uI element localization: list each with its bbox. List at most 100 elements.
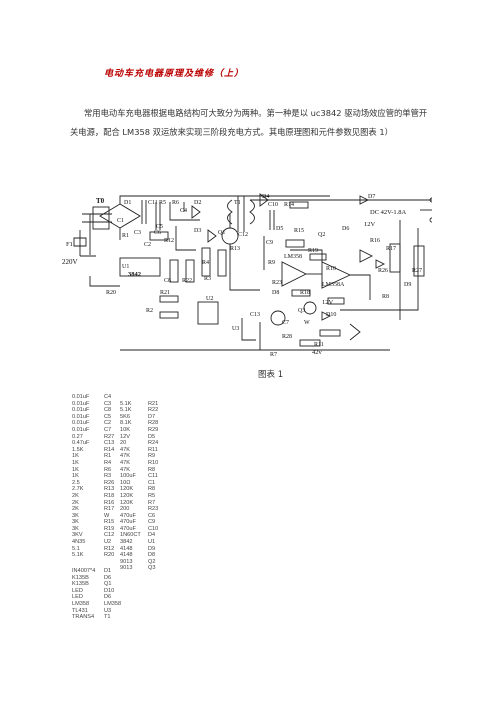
parts-cell: 47K (120, 446, 130, 453)
label-u2: U2 (206, 296, 213, 302)
label-r1: R1 (122, 233, 129, 239)
label-c1: C1 (117, 218, 124, 224)
label-c4: C4 (180, 208, 187, 214)
parts-cell: C5 (104, 413, 112, 420)
parts-cell: C6 (148, 512, 156, 519)
parts-cell: 5K6 (120, 413, 130, 420)
parts-cell: R20 (104, 552, 115, 559)
parts-cell: C4 (104, 394, 112, 400)
parts-cell: D7 (148, 413, 156, 420)
parts-cell: R28 (148, 420, 159, 427)
parts-cell: 0.01uF (72, 400, 90, 407)
label-r18: R18 (300, 290, 310, 296)
label-d3: D3 (194, 228, 201, 234)
parts2-cell: K135B (72, 574, 89, 581)
label-r8: R8 (382, 294, 389, 300)
parts-cell: R21 (148, 400, 159, 407)
label-r17: R17 (386, 246, 396, 252)
parts-cell: 4148 (120, 545, 133, 552)
label-12v-mid: 12V (322, 299, 334, 306)
parts2-cell: Q1 (104, 581, 112, 588)
parts-cell: C9 (148, 519, 156, 526)
parts2-cell: LM358 (104, 600, 122, 607)
parts-cell: 47K (120, 466, 130, 473)
parts2-cell: LED (72, 594, 83, 601)
parts-cell: 2K (72, 499, 79, 506)
label-lm358-1: LM358 (284, 254, 302, 260)
label-r15: R15 (294, 228, 304, 234)
label-c13: C13 (250, 312, 260, 318)
parts-cell: R27 (104, 433, 115, 440)
parts-cell: 10Ω (120, 479, 131, 486)
intro-paragraph: 常用电动车充电器根据电路结构可大致分为两种。第一种是以 uc3842 驱动场效应… (70, 104, 432, 142)
parts-cell: C8 (104, 407, 112, 414)
label-t0: T0 (96, 197, 105, 205)
parts-cell: 1K (72, 459, 79, 466)
parts-cell: R9 (148, 453, 156, 460)
parts-cell: C11 (148, 473, 158, 480)
parts-cell: R10 (148, 459, 159, 466)
label-d10: D10 (326, 312, 336, 318)
label-r13: R13 (230, 246, 240, 252)
parts-cell: D5 (148, 433, 156, 440)
parts-cell: 470uF (120, 512, 136, 519)
parts2-cell: LED (72, 587, 83, 594)
parts-cell: C13 (104, 440, 115, 447)
parts-cell: C3 (104, 400, 112, 407)
parts2-cell: LM358 (72, 600, 90, 607)
parts-cell: 2.5 (72, 479, 80, 486)
label-d7: D7 (368, 194, 375, 200)
label-220v: 220V (62, 258, 78, 266)
parts-cell (120, 394, 141, 401)
parts-cell: 47K (120, 453, 130, 460)
label-r26: R26 (378, 268, 388, 274)
label-d5: D5 (276, 226, 283, 232)
parts-cell: 5.1 (72, 545, 80, 552)
parts-cell: 1K (72, 466, 79, 473)
parts-cell: Q2 (148, 558, 156, 565)
parts-cell: 120K (120, 486, 134, 493)
label-dc-out: DC 42V-1.8A (370, 209, 407, 216)
parts-cell: 20 (120, 440, 127, 447)
parts-cell: R17 (104, 506, 115, 513)
parts-cell: D9 (148, 545, 156, 552)
label-r22: R22 (182, 278, 192, 284)
label-r11: R11 (314, 342, 324, 348)
label-c12: C12 (238, 232, 248, 238)
label-q3: Q3 (298, 308, 305, 314)
label-r23: R23 (272, 280, 282, 286)
parts-cell: R19 (104, 525, 115, 532)
parts-cell: 100uF (120, 473, 136, 480)
parts-cell: R6 (104, 466, 112, 473)
label-r7: R7 (270, 352, 277, 358)
parts-cell: R18 (104, 492, 115, 499)
parts-cell: R5 (148, 492, 156, 499)
parts-cell: 2K (72, 492, 79, 499)
parts-cell: 470uF (120, 519, 136, 526)
label-r10: R10 (326, 266, 336, 272)
parts-cell: R11 (148, 446, 158, 453)
document-title: 电动车充电器原理及维修（上） (104, 69, 245, 79)
label-u1: U1 (122, 264, 129, 270)
label-r21: R21 (160, 290, 170, 296)
label-c11: C11 (148, 200, 158, 206)
parts-cell: R12 (104, 545, 115, 552)
label-q2: Q2 (318, 232, 325, 238)
parts-cell: R23 (148, 506, 159, 513)
label-c8: C8 (164, 278, 171, 284)
parts-cell: 3842 (120, 539, 133, 546)
parts-cell: 1.5K (72, 446, 84, 453)
parts-cell: C7 (104, 426, 112, 433)
parts-cell: 0.47uF (72, 440, 90, 447)
label-lm358-2: LM358A (322, 282, 345, 288)
parts-cell: 200 (120, 506, 130, 513)
parts-cell: R14 (104, 446, 115, 453)
parts-cell: 0.01uF (72, 420, 90, 427)
parts-cell: R1 (104, 453, 112, 460)
circuit-schematic: T0 F1 220V D1 C1 R1 C2 C3 C11 R5 R6 C4 D… (62, 193, 432, 358)
parts-cell: 470uF (120, 525, 136, 532)
